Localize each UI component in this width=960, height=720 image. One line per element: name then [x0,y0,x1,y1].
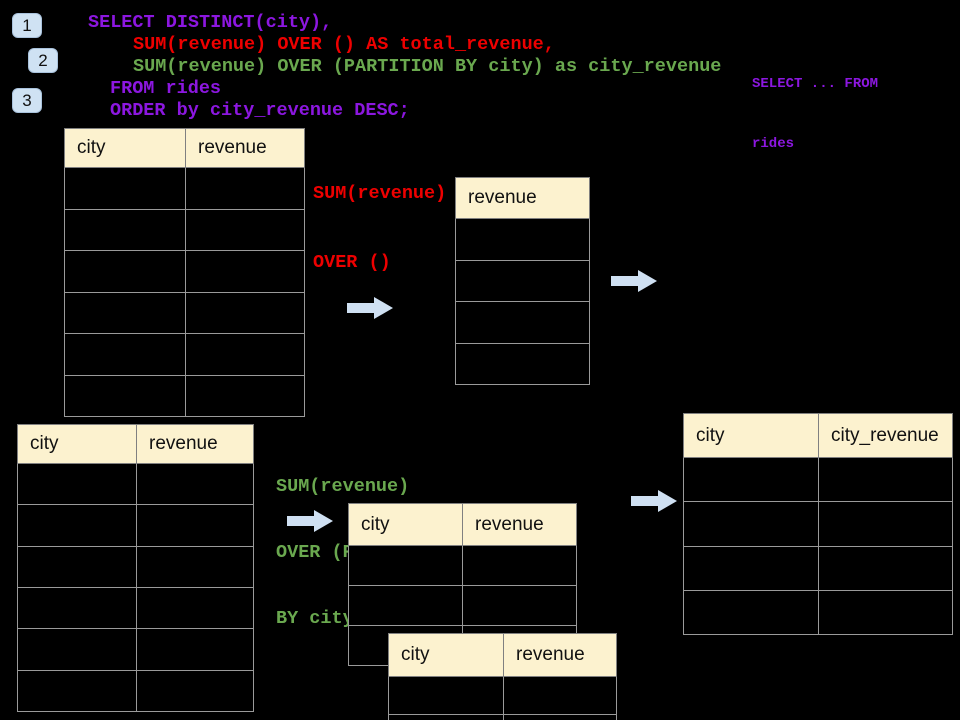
empty-cell [348,545,463,586]
side-note: SELECT ... FROM rides [752,34,878,194]
table-source-bottom: city revenue [17,424,254,713]
column-header-city-revenue: city_revenue [818,413,953,458]
table-city-revenue-result: city city_revenue [683,413,953,636]
empty-cell [17,504,137,547]
empty-cell [462,545,577,586]
side-note-line: rides [752,136,795,152]
empty-cell [818,501,953,547]
empty-cell [64,167,186,210]
empty-cell [348,585,463,626]
column-header-revenue: revenue [136,424,254,464]
empty-cell [185,291,305,334]
sql-line-from: FROM rides [110,78,222,99]
annotation-total-revenue: SUM(revenue) OVER () [313,136,446,320]
empty-cell [185,208,305,251]
empty-cell [64,291,186,334]
empty-cell [185,333,305,376]
empty-cell [17,669,137,713]
table-source-top: city revenue [64,128,305,417]
empty-cell [17,462,137,506]
column-header-city: city [388,633,504,677]
empty-cell [818,456,953,503]
empty-cell [455,301,590,344]
empty-cell [683,545,819,591]
empty-cell [462,585,577,626]
empty-cell [683,456,819,503]
sql-line-order-by: ORDER by city_revenue DESC; [110,100,410,121]
step-badge-2: 2 [28,48,58,73]
empty-cell [136,586,254,630]
sql-line-total-revenue: SUM(revenue) OVER () AS total_revenue, [133,34,555,55]
annotation-line: SUM(revenue) [313,183,447,204]
side-note-line: SELECT ... FROM [752,76,879,92]
column-header-revenue: revenue [503,633,617,677]
empty-cell [136,669,254,713]
column-header-revenue: revenue [462,503,577,546]
empty-cell [683,589,819,636]
sql-line-city-revenue: SUM(revenue) OVER (PARTITION BY city) as… [133,56,722,77]
empty-cell [388,714,504,720]
empty-cell [136,545,254,588]
column-header-city: city [683,413,819,458]
empty-cell [136,504,254,547]
empty-cell [17,628,137,671]
empty-cell [64,208,186,251]
empty-cell [64,374,186,417]
empty-cell [136,462,254,506]
empty-cell [136,628,254,671]
flow-arrow-icon [631,490,677,512]
column-header-city: city [64,128,186,168]
flow-arrow-icon [611,270,657,292]
empty-cell [17,586,137,630]
step-badge-1: 1 [12,13,42,38]
empty-cell [455,218,590,261]
empty-cell [64,250,186,293]
sql-line-select: SELECT DISTINCT(city), [88,12,333,33]
empty-cell [185,167,305,210]
empty-cell [818,545,953,591]
table-total-revenue-result: revenue [455,177,590,385]
annotation-line: SUM(revenue) [276,476,410,497]
flow-arrow-icon [287,510,333,532]
empty-cell [683,501,819,547]
empty-cell [64,333,186,376]
step-badge-3: 3 [12,88,42,113]
column-header-revenue: revenue [455,177,590,219]
empty-cell [503,714,617,720]
table-partition-overlay: city revenue [388,633,617,720]
empty-cell [17,545,137,588]
empty-cell [818,589,953,636]
annotation-line: OVER () [313,252,391,273]
empty-cell [455,259,590,302]
empty-cell [503,676,617,715]
column-header-revenue: revenue [185,128,305,168]
flow-arrow-icon [347,297,393,319]
empty-cell [185,250,305,293]
empty-cell [388,676,504,715]
column-header-city: city [17,424,137,464]
empty-cell [455,342,590,385]
empty-cell [185,374,305,417]
column-header-city: city [348,503,463,546]
